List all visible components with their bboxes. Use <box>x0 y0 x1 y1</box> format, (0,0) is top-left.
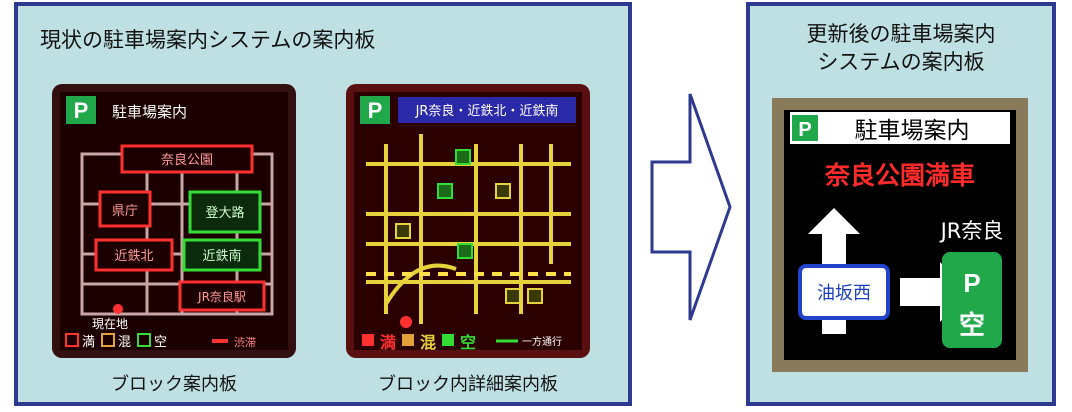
current-location-marker <box>113 304 123 314</box>
legend-empty: 空 <box>154 335 167 350</box>
block-guide-board: P 駐車場案内 奈良公園 県庁 登大路 近鉄北 近鉄南 JR奈良駅 <box>52 84 296 358</box>
current-signboard-panel: 現状の駐車場案内システムの案内板 P 駐車場案内 奈良公園 県庁 登大路 <box>14 2 632 406</box>
label-prefecture: 県庁 <box>112 204 138 219</box>
parking-p-icon: P <box>360 96 390 124</box>
detail-parking-markers <box>395 149 543 304</box>
label-current-location: 現在地 <box>92 317 128 331</box>
detail-legend-one-way: 一方通行 <box>522 335 562 348</box>
block-detail-board: P JR奈良・近鉄北・近鉄南 <box>346 84 590 358</box>
detail-board-legend: 満 混 空 一方通行 <box>362 333 562 352</box>
block-board-caption: ブロック案内板 <box>111 374 237 395</box>
nara-park-area <box>120 144 254 174</box>
detail-legend-full: 満 <box>380 333 396 352</box>
jr-nara-area <box>178 280 266 312</box>
detail-street-map <box>366 134 571 324</box>
detail-board-screen <box>354 92 582 350</box>
waypoint-label: 油坂西 <box>817 283 871 304</box>
detail-legend-crowded: 混 <box>420 333 436 352</box>
waypoint-box <box>798 264 890 320</box>
transition-arrow-icon <box>650 93 732 321</box>
updated-title-line1: 更新後の駐車場案内 <box>806 22 996 46</box>
parking-status-box <box>942 252 1002 348</box>
label-nara-park: 奈良公園 <box>161 152 213 168</box>
legend-congestion: 渋滞 <box>234 336 256 349</box>
updated-destination-label: JR奈良 <box>939 219 1004 243</box>
updated-parking-p-glyph: P <box>798 119 811 141</box>
current-panel-title: 現状の駐車場案内システムの案内板 <box>40 28 376 52</box>
detail-board-header: JR奈良・近鉄北・近鉄南 <box>415 103 559 119</box>
parking-p-icon: P <box>66 96 96 124</box>
updated-panel-title: 更新後の駐車場案内 システムの案内板 <box>750 20 1052 76</box>
detail-header-band <box>398 97 576 123</box>
block-board-legend: 満 混 空 渋滞 <box>65 333 256 350</box>
kintetsu-north-area <box>94 238 174 272</box>
updated-status-text: 奈良公園満車 <box>824 161 975 190</box>
updated-signboard-panel: 更新後の駐車場案内 システムの案内板 P 駐車場案内 奈良公園満車 JR奈良 油… <box>746 2 1056 406</box>
updated-title-line2: システムの案内板 <box>817 50 985 74</box>
updated-header-band <box>790 112 1010 144</box>
updated-board-header: 駐車場案内 <box>855 118 970 144</box>
prefecture-area <box>98 190 152 228</box>
svg-text:P: P <box>368 98 383 123</box>
parking-status-label: 空 <box>959 310 985 341</box>
label-noboriooji: 登大路 <box>205 205 244 221</box>
block-board-header: 駐車場案内 <box>112 103 187 121</box>
legend-full: 満 <box>82 335 95 350</box>
updated-guide-board: P 駐車場案内 奈良公園満車 JR奈良 油坂西 P 空 <box>772 98 1028 372</box>
detail-legend-empty: 空 <box>460 333 476 352</box>
svg-text:P: P <box>74 98 89 123</box>
noboriooji-area <box>188 190 262 234</box>
updated-parking-p-icon <box>792 115 818 141</box>
label-kintetsu-north: 近鉄北 <box>114 249 153 264</box>
detail-current-location-marker <box>400 316 412 328</box>
detail-board-caption: ブロック内詳細案内板 <box>378 374 558 395</box>
kintetsu-south-area <box>182 238 262 272</box>
label-kintetsu-south: 近鉄南 <box>202 248 241 264</box>
parking-p-label: P <box>963 268 980 298</box>
legend-crowded: 混 <box>118 335 131 350</box>
label-jr-nara: JR奈良駅 <box>197 289 246 304</box>
